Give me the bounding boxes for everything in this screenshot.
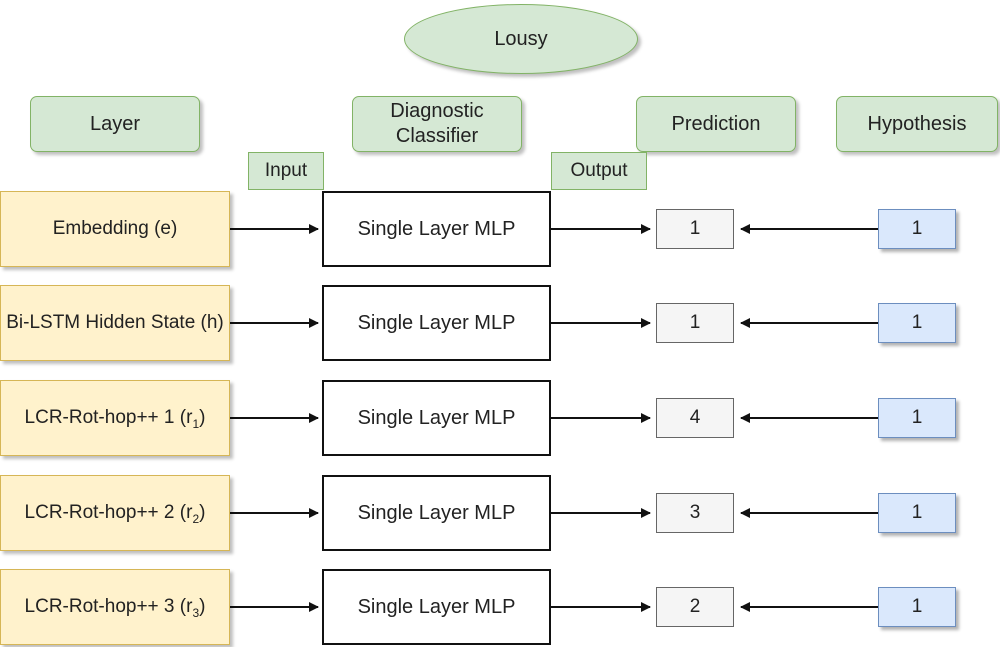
hypothesis-box-5: 1 [878,587,956,627]
hypothesis-value: 1 [911,312,923,334]
header-prediction: Prediction [636,96,796,152]
layer-label: Bi-LSTM Hidden State (h) [6,312,224,334]
layer-label: LCR-Rot-hop++ 3 (r3) [24,596,206,620]
layer-box-lcr-2: LCR-Rot-hop++ 2 (r2) [0,475,230,551]
prediction-box-1: 1 [656,209,734,249]
output-tag: Output [551,152,647,190]
prediction-box-3: 4 [656,398,734,438]
prediction-value: 4 [689,407,701,429]
prediction-value: 2 [689,596,701,618]
hypothesis-box-1: 1 [878,209,956,249]
mlp-label: Single Layer MLP [357,406,516,429]
mlp-box-2: Single Layer MLP [322,285,551,361]
lousy-node: Lousy [404,4,638,74]
hypothesis-value: 1 [911,596,923,618]
hypothesis-value: 1 [911,218,923,240]
layer-box-lcr-1: LCR-Rot-hop++ 1 (r1) [0,380,230,456]
mlp-label: Single Layer MLP [357,217,516,240]
input-tag-label: Input [264,160,308,182]
mlp-box-5: Single Layer MLP [322,569,551,645]
header-layer-label: Layer [89,112,141,135]
layer-label: LCR-Rot-hop++ 2 (r2) [24,502,206,526]
mlp-box-4: Single Layer MLP [322,475,551,551]
prediction-value: 3 [689,502,701,524]
prediction-box-4: 3 [656,493,734,533]
mlp-label: Single Layer MLP [357,595,516,618]
lousy-label: Lousy [494,27,548,50]
layer-box-embedding: Embedding (e) [0,191,230,267]
hypothesis-box-4: 1 [878,493,956,533]
mlp-label: Single Layer MLP [357,311,516,334]
layer-box-bilstm: Bi-LSTM Hidden State (h) [0,285,230,361]
layer-label: LCR-Rot-hop++ 1 (r1) [24,407,206,431]
hypothesis-value: 1 [911,407,923,429]
prediction-value: 1 [689,312,701,334]
header-layer: Layer [30,96,200,152]
header-hypothesis-label: Hypothesis [867,112,967,135]
hypothesis-box-3: 1 [878,398,956,438]
prediction-box-2: 1 [656,303,734,343]
mlp-box-3: Single Layer MLP [322,380,551,456]
hypothesis-box-2: 1 [878,303,956,343]
hypothesis-value: 1 [911,502,923,524]
prediction-value: 1 [689,218,701,240]
header-diagnostic-classifier: Diagnostic Classifier [352,96,522,152]
header-prediction-label: Prediction [671,112,761,135]
output-tag-label: Output [570,160,628,182]
mlp-box-1: Single Layer MLP [322,191,551,267]
input-tag: Input [248,152,324,190]
layer-box-lcr-3: LCR-Rot-hop++ 3 (r3) [0,569,230,645]
header-hypothesis: Hypothesis [836,96,998,152]
mlp-label: Single Layer MLP [357,501,516,524]
layer-label: Embedding (e) [52,218,178,240]
header-diagnostic-label: Diagnostic Classifier [390,100,484,147]
prediction-box-5: 2 [656,587,734,627]
